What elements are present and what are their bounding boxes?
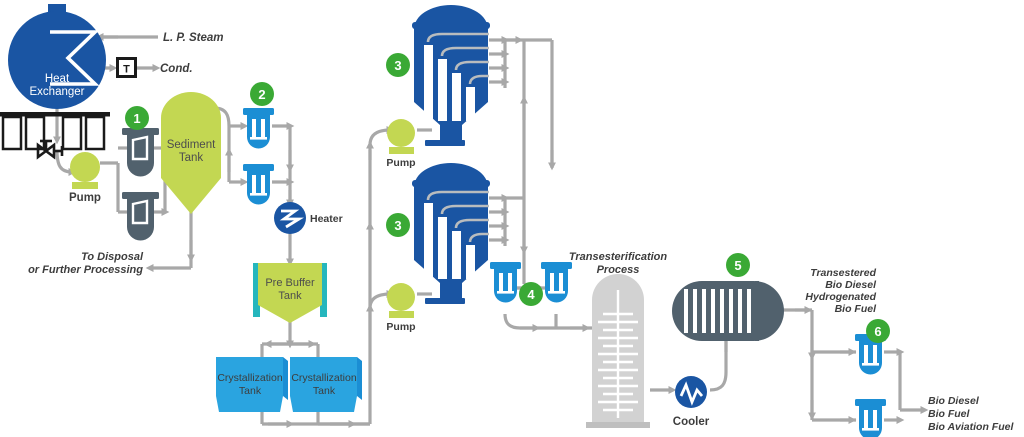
crystallization-tank-left-label-line2: Tank [239,385,262,397]
pipe-valve-to-pump [55,149,77,176]
badge-4[interactable]: 4 [519,282,543,306]
filter-unit-2a[interactable] [243,108,274,149]
crystallization-tank-left-label-line1: Crystallization [217,372,283,384]
badge-6-number: 6 [874,324,881,339]
badge-3a[interactable]: 3 [386,53,410,77]
disposal-label-line2: or Further Processing [28,264,143,276]
pump-lower-label: Pump [386,321,415,333]
transestered-label: Transestered Bio Diesel Hydrogenated Bio… [805,267,877,315]
pre-buffer-tank[interactable]: Pre Buffer Tank [253,263,327,323]
steam-trap-label: T [123,64,130,76]
sediment-tank-label-line1: Sediment [167,139,216,151]
filter-unit-1b[interactable] [122,192,159,241]
pre-buffer-tank-label-line2: Tank [278,290,302,302]
badge-1-number: 1 [133,111,140,126]
separator-vessel-3b[interactable] [412,163,490,304]
products-label: Bio Diesel Bio Fuel Bio Aviation Fuel [928,395,1014,433]
svg-text:Bio Aviation Fuel: Bio Aviation Fuel [928,421,1014,433]
sediment-tank-label-line2: Tank [179,152,204,164]
cooler-symbol [679,381,704,406]
svg-text:Bio Diesel: Bio Diesel [928,395,980,407]
filter-unit-4a[interactable] [490,262,521,303]
steam-trap[interactable]: T [116,57,137,78]
heater-label: Heater [310,213,343,225]
pump-lower[interactable]: Pump [386,283,416,333]
heater-symbol [279,209,304,229]
transesterification-column[interactable]: Transesterification Process [569,251,668,428]
badge-6[interactable]: 6 [866,319,890,343]
svg-text:Bio Fuel: Bio Fuel [835,303,877,315]
pump-upper-label: Pump [386,157,415,169]
pipe-badge4-left-out [503,313,521,330]
heat-exchanger[interactable]: Heat Exchanger [8,4,106,109]
filter-unit-6b[interactable] [855,399,886,437]
filter-unit-2b[interactable] [243,164,274,205]
badge-3b-number: 3 [394,218,401,233]
heat-exchanger-symbol [50,30,100,86]
crystallization-tank-right-label-line2: Tank [313,385,336,397]
sediment-tank[interactable]: Sediment Tank [161,92,221,214]
svg-text:Bio Diesel: Bio Diesel [825,279,877,291]
feed-header [0,112,110,151]
crystallization-tank-right-label-line1: Crystallization [291,372,357,384]
badge-2[interactable]: 2 [250,82,274,106]
badge-3b[interactable]: 3 [386,213,410,237]
feed-valve[interactable] [36,139,64,160]
pipe-cooler-out [709,371,728,392]
filter-unit-1a[interactable] [122,128,159,177]
badge-4-number: 4 [527,287,535,302]
cooler[interactable]: Cooler [673,376,710,428]
condensate-label: Cond. [160,63,193,75]
pipe-to-pump-upper [368,126,395,146]
separator-vessel-3a[interactable] [412,5,490,146]
pump-inlet-label: Pump [69,192,101,204]
svg-text:Hydrogenated: Hydrogenated [805,291,876,303]
badge-5[interactable]: 5 [726,253,750,277]
heat-exchanger-label-line2: Exchanger [30,86,85,98]
badge-1[interactable]: 1 [125,106,149,130]
pre-buffer-tank-label-line1: Pre Buffer [265,277,315,289]
lp-steam-label: L. P. Steam [163,32,224,44]
transesterification-label-line1: Transesterification [569,251,668,263]
badge-2-number: 2 [258,87,265,102]
heat-exchanger-label-line1: Heat [45,73,70,85]
filter-unit-4b[interactable] [541,262,572,303]
pump-inlet[interactable]: Pump [69,152,101,204]
pipe-to-pump-lower [368,290,395,309]
disposal-label-line1: To Disposal [81,251,144,263]
crystallization-tank-left[interactable]: Crystallization Tank [216,357,288,412]
pump-upper[interactable]: Pump [386,119,416,169]
badge-5-number: 5 [734,258,741,273]
cooler-label: Cooler [673,416,710,428]
heater[interactable]: Heater [274,202,343,234]
hydrogenation-reactor[interactable] [672,281,784,341]
svg-text:Transestered: Transestered [810,267,876,279]
transesterification-label-line2: Process [597,264,640,276]
crystallization-tank-right[interactable]: Crystallization Tank [290,357,362,412]
badge-3a-number: 3 [394,58,401,73]
svg-text:Bio Fuel: Bio Fuel [928,408,970,420]
